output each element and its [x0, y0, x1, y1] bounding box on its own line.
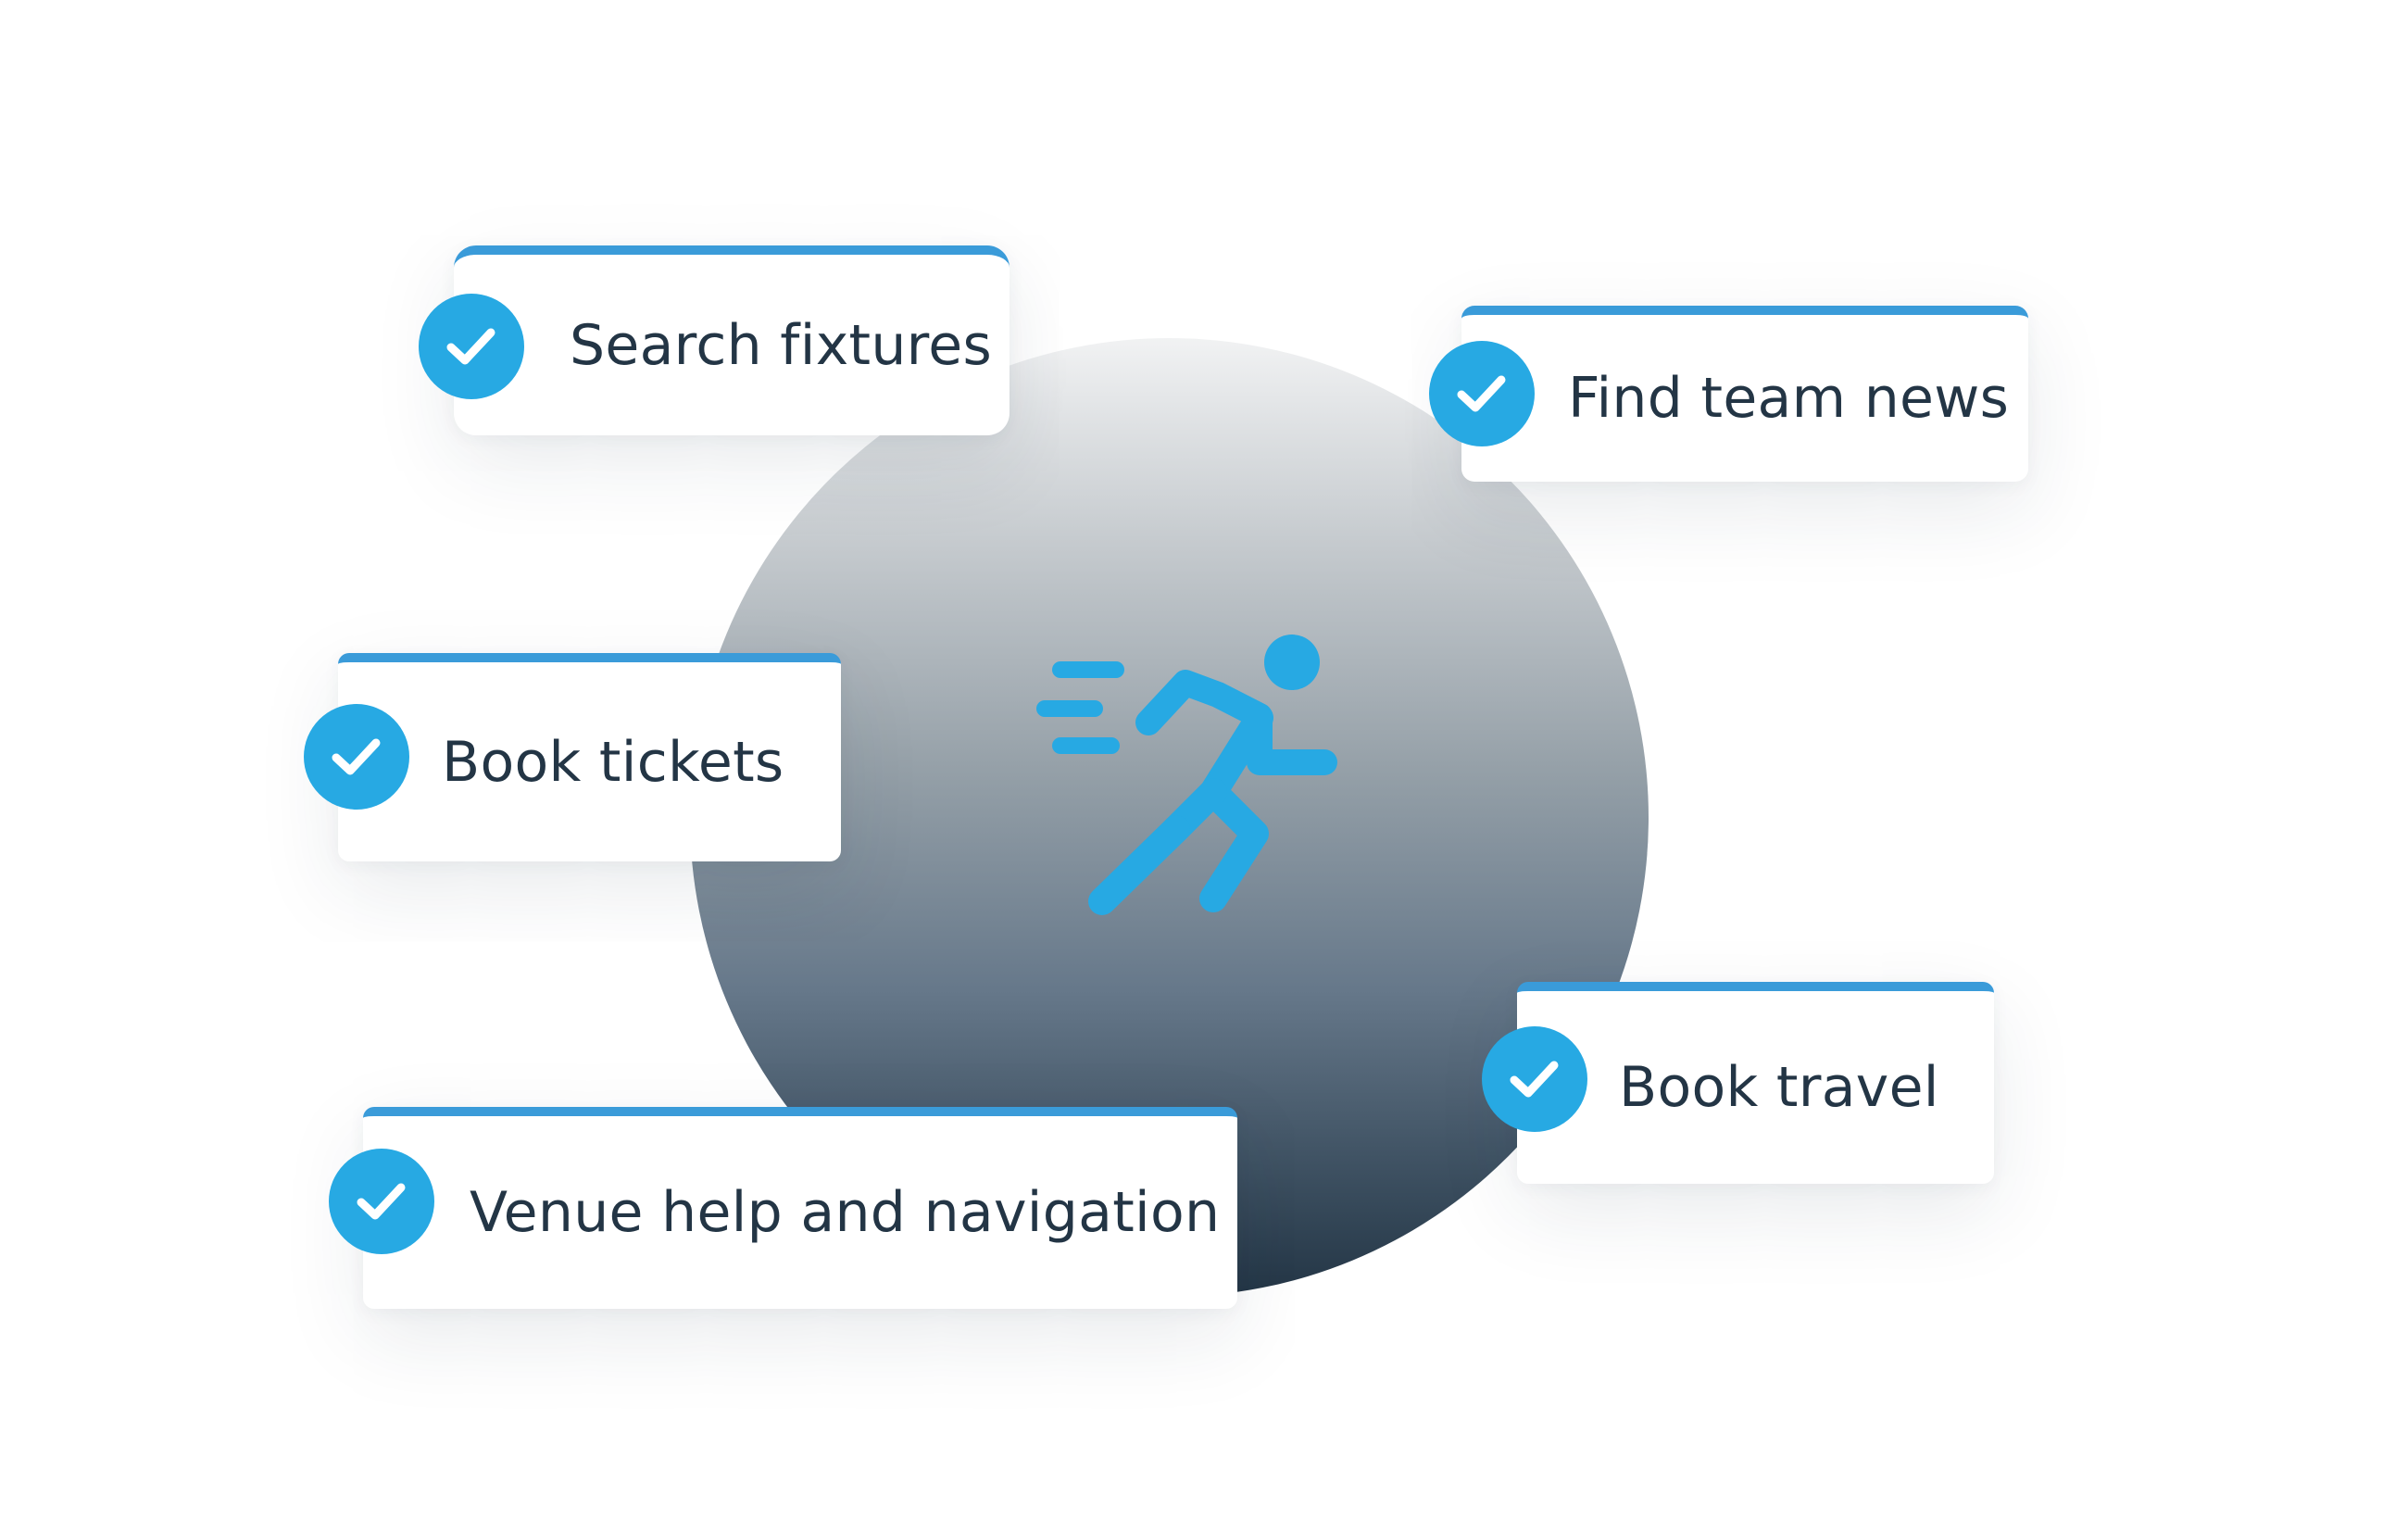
feature-card-book-travel: Book travel — [1517, 982, 1994, 1184]
running-person-icon — [1036, 635, 1337, 915]
feature-label: Book tickets — [442, 729, 784, 795]
feature-label: Find team news — [1568, 366, 2010, 431]
checkmark-icon — [304, 704, 409, 810]
feature-label: Search fixtures — [570, 312, 993, 378]
feature-label: Venue help and navigation — [470, 1180, 1221, 1245]
feature-card-find-team-news: Find team news — [1461, 306, 2028, 482]
checkmark-icon — [1482, 1026, 1587, 1132]
checkmark-icon — [1429, 341, 1535, 446]
feature-card-book-tickets: Book tickets — [338, 653, 841, 861]
feature-card-search-fixtures: Search fixtures — [454, 245, 1010, 435]
checkmark-icon — [329, 1149, 434, 1254]
feature-card-venue-help: Venue help and navigation — [363, 1107, 1237, 1309]
checkmark-icon — [419, 294, 524, 399]
feature-label: Book travel — [1619, 1055, 1939, 1120]
